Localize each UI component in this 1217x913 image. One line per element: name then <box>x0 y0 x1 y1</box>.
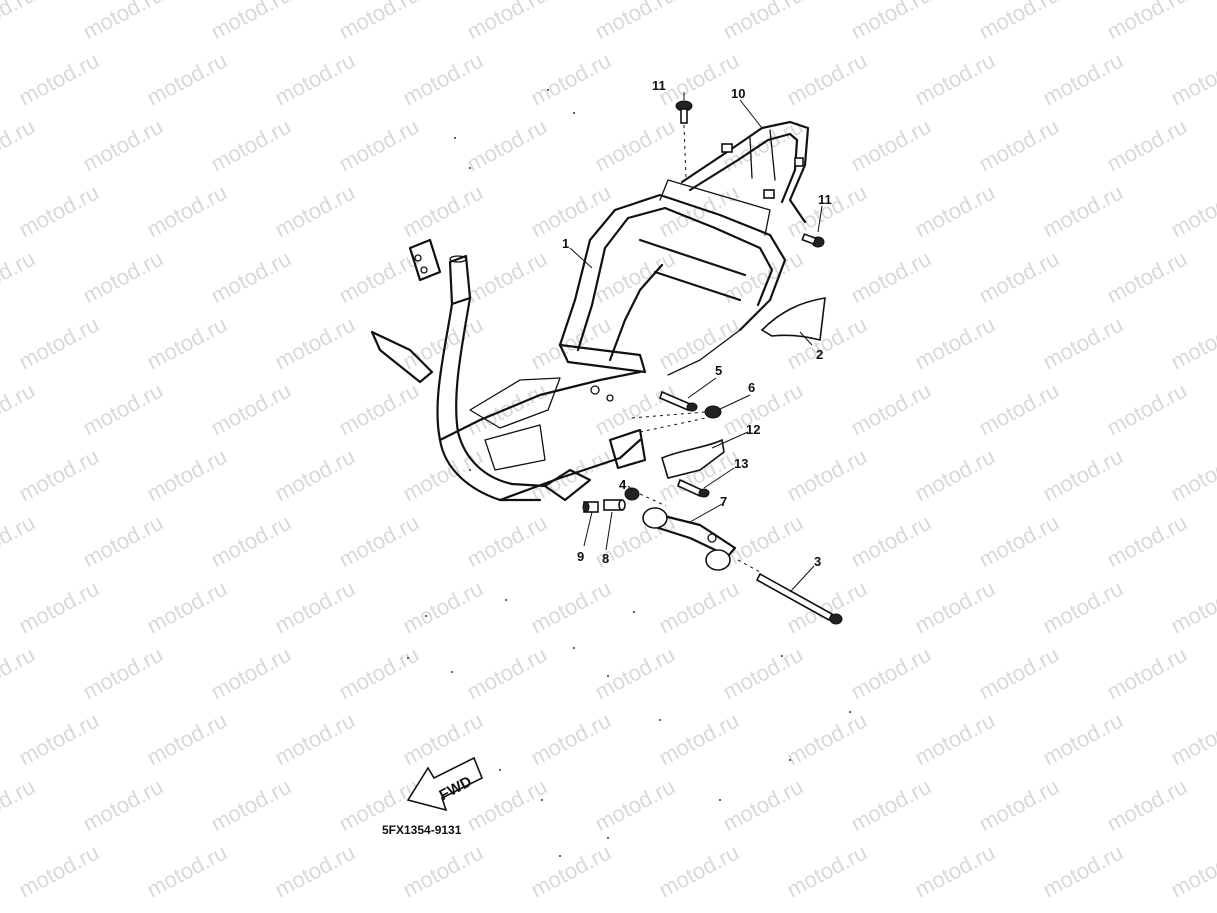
label-3: 3 <box>814 554 821 569</box>
part-5-bolt <box>659 390 698 412</box>
label-13: 13 <box>734 456 748 471</box>
fwd-arrow: FWD <box>406 756 484 812</box>
label-2: 2 <box>816 347 823 362</box>
part-9-bush <box>582 501 599 513</box>
part-2-cover <box>760 297 826 342</box>
part-8-collar <box>603 499 626 511</box>
label-1: 1 <box>562 236 569 251</box>
leader-lines <box>569 92 823 593</box>
part-13-bolt <box>677 478 710 498</box>
scan-dots <box>407 89 851 857</box>
part-12-bracket <box>661 438 725 479</box>
label-4: 4 <box>619 477 627 492</box>
label-9: 9 <box>577 549 584 564</box>
diagram-code: 5FX1354-9131 <box>382 823 462 837</box>
part-7-engine-bracket <box>642 507 737 571</box>
part-10-carrier <box>680 120 810 224</box>
label-11-right: 11 <box>818 192 832 207</box>
part-11-bolt-top <box>675 100 693 124</box>
part-11-bolt-right <box>801 233 825 248</box>
part-3-long-bolt <box>755 572 843 625</box>
label-5: 5 <box>715 363 722 378</box>
label-10: 10 <box>731 86 745 101</box>
main-frame <box>370 179 787 502</box>
label-8: 8 <box>602 551 609 566</box>
part-labels: 1 2 3 4 5 6 7 8 9 10 11 11 12 13 <box>562 78 832 569</box>
part-4-nut <box>624 487 640 501</box>
label-12: 12 <box>746 422 760 437</box>
label-11-top: 11 <box>652 78 666 93</box>
part-6-nut <box>704 405 722 419</box>
label-7: 7 <box>720 494 727 509</box>
label-6: 6 <box>748 380 755 395</box>
